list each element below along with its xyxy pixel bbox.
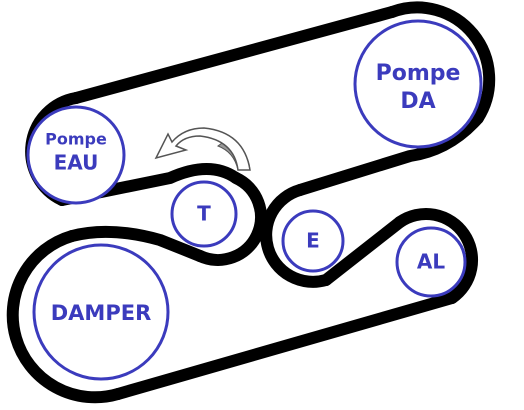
pulley-tensioner: T (170, 180, 238, 248)
rotation-arrow-icon (154, 127, 251, 171)
serpentine-belt (6, 1, 496, 404)
pulley-idler-label: E (306, 229, 320, 253)
pulley-pompe-eau-label-1: Pompe (45, 130, 107, 149)
pulley-tensioner-label: T (197, 202, 211, 226)
pulley-pompe-eau-label-2: EAU (54, 151, 99, 175)
belt-segment-bottom (112, 292, 458, 400)
pulley-pompe-eau: Pompe EAU (26, 105, 126, 205)
pulley-pompe-eau-circle (26, 105, 126, 205)
pulley-damper-label: DAMPER (51, 301, 152, 325)
pulley-damper-circle (32, 243, 170, 381)
rotation-arrow-body (154, 127, 251, 171)
pulley-pompe-da-label-2: DA (400, 89, 435, 114)
belt-segment-pompe-da-wrap (386, 1, 496, 124)
pulley-alternator-label: AL (417, 250, 445, 274)
pulley-pompe-da-circle (353, 19, 483, 149)
belt-segment-al-wrap (394, 207, 479, 304)
belt-segment-t-to-eau (56, 163, 242, 206)
pulley-pompe-da: Pompe DA (353, 19, 483, 149)
pulley-alternator: AL (395, 226, 467, 298)
belt-segment-e-to-al (320, 216, 406, 286)
belt-segment-da-to-e (294, 112, 484, 196)
pulley-alternator-circle (395, 226, 467, 298)
pulley-pompe-da-label-1: Pompe (376, 61, 461, 86)
belt-segment-e-wrap (260, 184, 332, 288)
belt-segment-damper-wrap (6, 230, 124, 404)
pulley-tensioner-circle (170, 180, 238, 248)
belt-segment-t-wrap (194, 172, 267, 266)
pulley-damper: DAMPER (32, 243, 170, 381)
pulley-idler: E (281, 209, 345, 273)
pulley-idler-circle (281, 209, 345, 273)
belt-segment-top (70, 6, 398, 104)
belt-segment-damper-to-t (66, 225, 206, 262)
